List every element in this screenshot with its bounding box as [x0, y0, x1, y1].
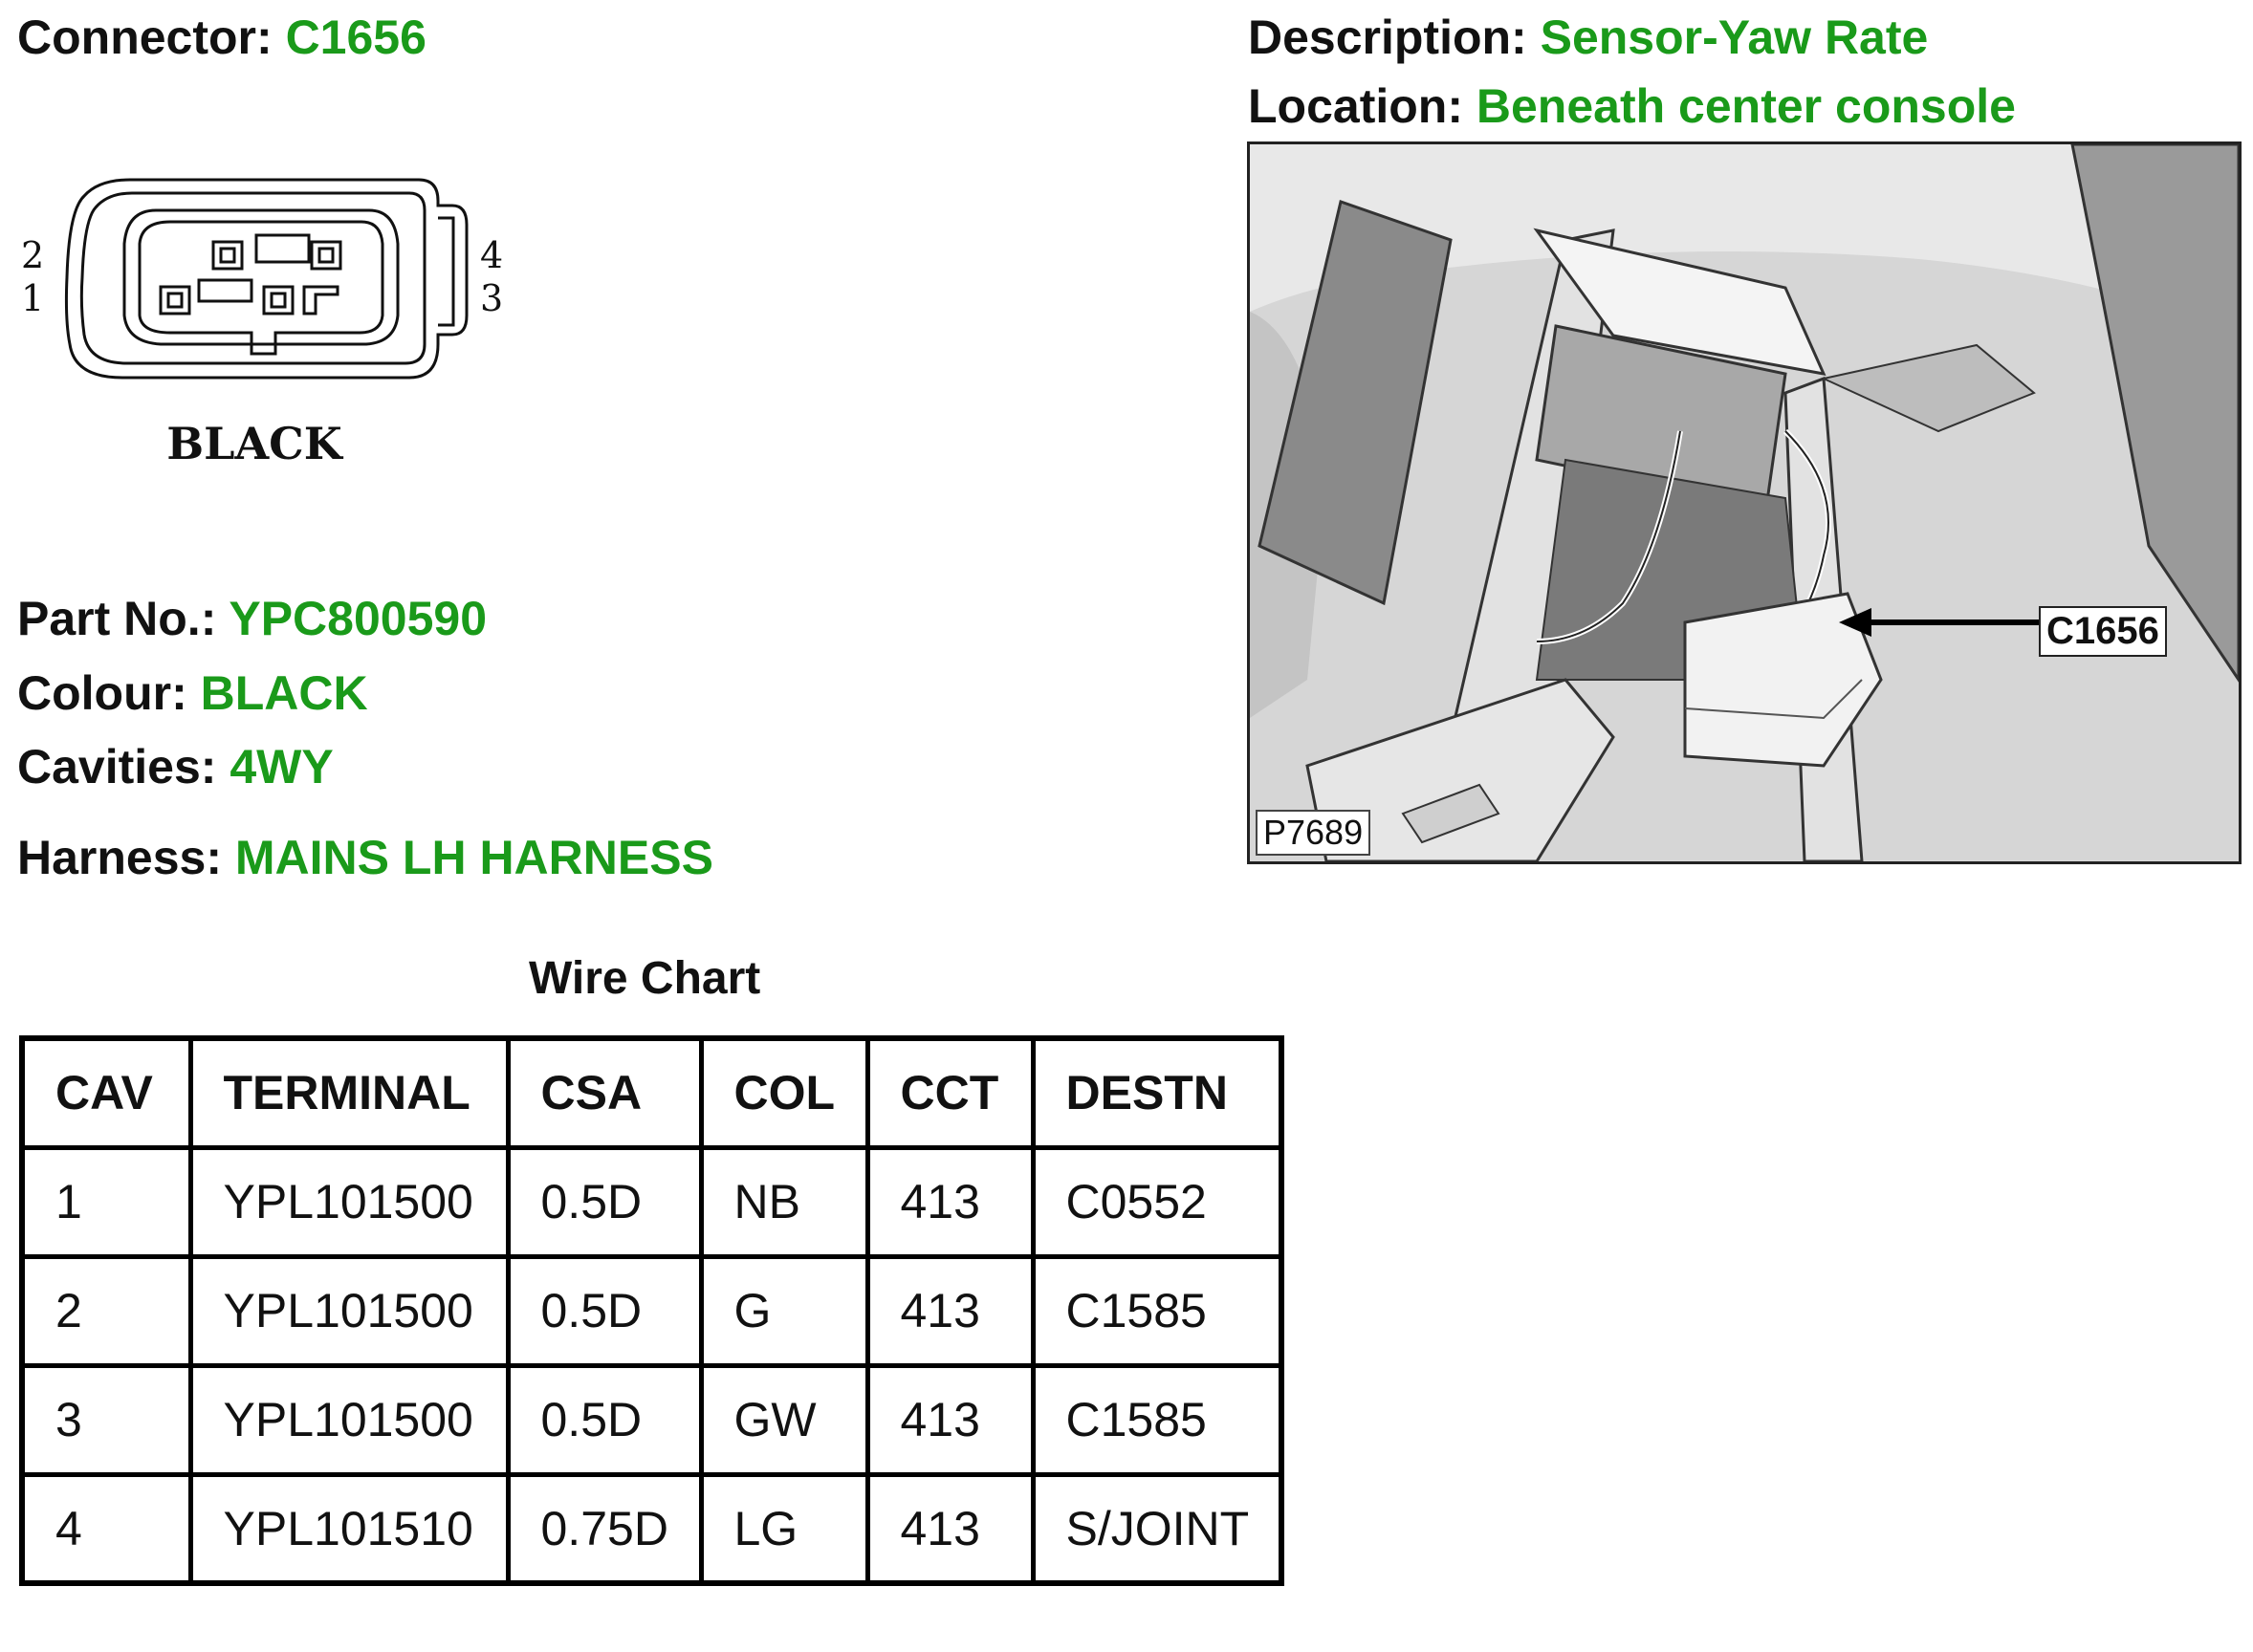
description-label: Description: — [1248, 11, 1527, 64]
location-field: Location: Beneath center console — [1248, 82, 2016, 130]
cell-destn: C1585 — [1030, 1362, 1284, 1477]
table-row: 4 YPL101510 0.75D LG 413 S/JOINT — [19, 1471, 1284, 1586]
cavities-field: Cavities: 4WY — [17, 743, 334, 791]
connector-face-diagram: 2 1 4 3 BLACK — [21, 178, 503, 469]
harness-label: Harness: — [17, 831, 222, 884]
cell-cav: 4 — [19, 1471, 193, 1586]
cell-cct: 413 — [864, 1253, 1036, 1368]
header-cct: CCT — [864, 1035, 1036, 1150]
cavities-label: Cavities: — [17, 740, 217, 793]
cell-terminal: YPL101510 — [187, 1471, 511, 1586]
pin-label-3: 3 — [480, 277, 503, 319]
cell-cct: 413 — [864, 1144, 1036, 1259]
header-destn: DESTN — [1030, 1035, 1284, 1150]
cell-csa: 0.75D — [505, 1471, 704, 1586]
location-photo: P7689 C1656 — [1247, 141, 2242, 864]
cell-col: LG — [698, 1471, 870, 1586]
connector-value: C1656 — [285, 11, 427, 64]
photo-reference: P7689 — [1256, 810, 1371, 856]
pin-label-4: 4 — [480, 234, 503, 276]
wire-chart-table: CAV TERMINAL CSA COL CCT DESTN 1 YPL1015… — [19, 1035, 1284, 1586]
table-row: 3 YPL101500 0.5D GW 413 C1585 — [19, 1362, 1284, 1477]
colour-value: BLACK — [200, 666, 368, 720]
description-value: Sensor-Yaw Rate — [1540, 11, 1929, 64]
cell-destn: S/JOINT — [1030, 1471, 1284, 1586]
header-col: COL — [698, 1035, 870, 1150]
cell-csa: 0.5D — [505, 1362, 704, 1477]
cell-cav: 2 — [19, 1253, 193, 1368]
location-label: Location: — [1248, 79, 1463, 133]
diagram-colour-label: BLACK — [166, 418, 344, 469]
colour-field: Colour: BLACK — [17, 669, 368, 717]
cell-cct: 413 — [864, 1471, 1036, 1586]
part-number-value: YPC800590 — [229, 592, 488, 645]
cell-csa: 0.5D — [505, 1253, 704, 1368]
cavities-value: 4WY — [230, 740, 334, 793]
cell-destn: C1585 — [1030, 1253, 1284, 1368]
cell-terminal: YPL101500 — [187, 1144, 511, 1259]
part-number-label: Part No.: — [17, 592, 217, 645]
cell-terminal: YPL101500 — [187, 1362, 511, 1477]
location-value: Beneath center console — [1476, 79, 2016, 133]
pin-label-2: 2 — [21, 234, 44, 276]
description-field: Description: Sensor-Yaw Rate — [1248, 13, 1928, 61]
header-csa: CSA — [505, 1035, 704, 1150]
header-cav: CAV — [19, 1035, 193, 1150]
wire-chart-title: Wire Chart — [529, 953, 761, 1004]
cell-destn: C0552 — [1030, 1144, 1284, 1259]
photo-callout-label: C1656 — [2039, 606, 2167, 657]
connector-field: Connector: C1656 — [17, 13, 427, 61]
table-row: 2 YPL101500 0.5D G 413 C1585 — [19, 1253, 1284, 1368]
connector-label: Connector: — [17, 11, 273, 64]
part-number-field: Part No.: YPC800590 — [17, 595, 487, 642]
cell-cav: 3 — [19, 1362, 193, 1477]
cell-cav: 1 — [19, 1144, 193, 1259]
cell-terminal: YPL101500 — [187, 1253, 511, 1368]
cell-col: GW — [698, 1362, 870, 1477]
table-row: 1 YPL101500 0.5D NB 413 C0552 — [19, 1144, 1284, 1259]
cell-col: NB — [698, 1144, 870, 1259]
harness-field: Harness: MAINS LH HARNESS — [17, 834, 713, 881]
harness-value: MAINS LH HARNESS — [234, 831, 713, 884]
colour-label: Colour: — [17, 666, 187, 720]
cell-cct: 413 — [864, 1362, 1036, 1477]
table-header-row: CAV TERMINAL CSA COL CCT DESTN — [19, 1035, 1284, 1150]
console-illustration — [1250, 144, 2239, 861]
header-terminal: TERMINAL — [187, 1035, 511, 1150]
pin-label-1: 1 — [21, 277, 44, 319]
cell-col: G — [698, 1253, 870, 1368]
cell-csa: 0.5D — [505, 1144, 704, 1259]
